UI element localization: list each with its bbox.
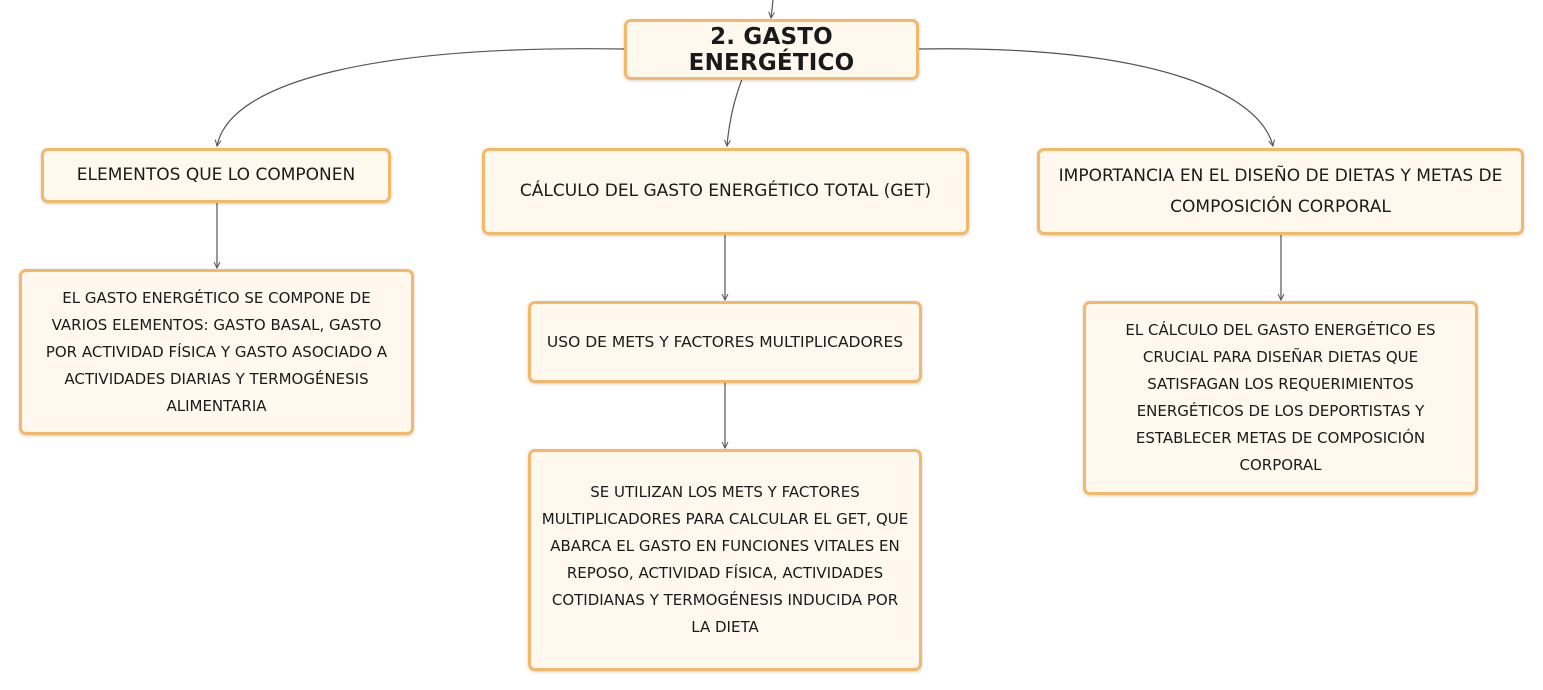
sub-node-label: USO DE METS Y FACTORES MULTIPLICADORES <box>546 332 904 351</box>
branch-label: CÁLCULO DEL GASTO ENERGÉTICO TOTAL (GET) <box>519 181 932 201</box>
detail-node-importancia[interactable]: EL CÁLCULO DEL GASTO ENERGÉTICO ES CRUCI… <box>1083 301 1478 495</box>
sub-node-uso-mets[interactable]: USO DE METS Y FACTORES MULTIPLICADORES <box>528 301 922 383</box>
detail-label: SE UTILIZAN LOS METS Y FACTORES MULTIPLI… <box>541 483 909 636</box>
detail-node-elementos[interactable]: EL GASTO ENERGÉTICO SE COMPONE DE VARIOS… <box>19 269 414 435</box>
connector-root-to-branch-1 <box>217 48 626 146</box>
branch-label: ELEMENTOS QUE LO COMPONEN <box>76 165 356 185</box>
root-node[interactable]: 2. GASTO ENERGÉTICO <box>624 19 919 80</box>
branch-label: IMPORTANCIA EN EL DISEÑO DE DIETAS Y MET… <box>1058 165 1503 217</box>
detail-label: EL GASTO ENERGÉTICO SE COMPONE DE VARIOS… <box>45 288 388 415</box>
detail-label: EL CÁLCULO DEL GASTO ENERGÉTICO ES CRUCI… <box>1125 321 1436 474</box>
branch-node-elementos[interactable]: ELEMENTOS QUE LO COMPONEN <box>41 148 391 203</box>
branch-node-calculo-get[interactable]: CÁLCULO DEL GASTO ENERGÉTICO TOTAL (GET) <box>482 148 969 235</box>
connector-root-to-branch-3 <box>917 48 1273 146</box>
connector-incoming-root <box>771 0 773 18</box>
root-label: 2. GASTO ENERGÉTICO <box>688 23 855 76</box>
connector-root-to-branch-2 <box>727 78 743 146</box>
branch-node-importancia[interactable]: IMPORTANCIA EN EL DISEÑO DE DIETAS Y MET… <box>1037 148 1524 235</box>
detail-node-calculo-get[interactable]: SE UTILIZAN LOS METS Y FACTORES MULTIPLI… <box>528 449 922 671</box>
